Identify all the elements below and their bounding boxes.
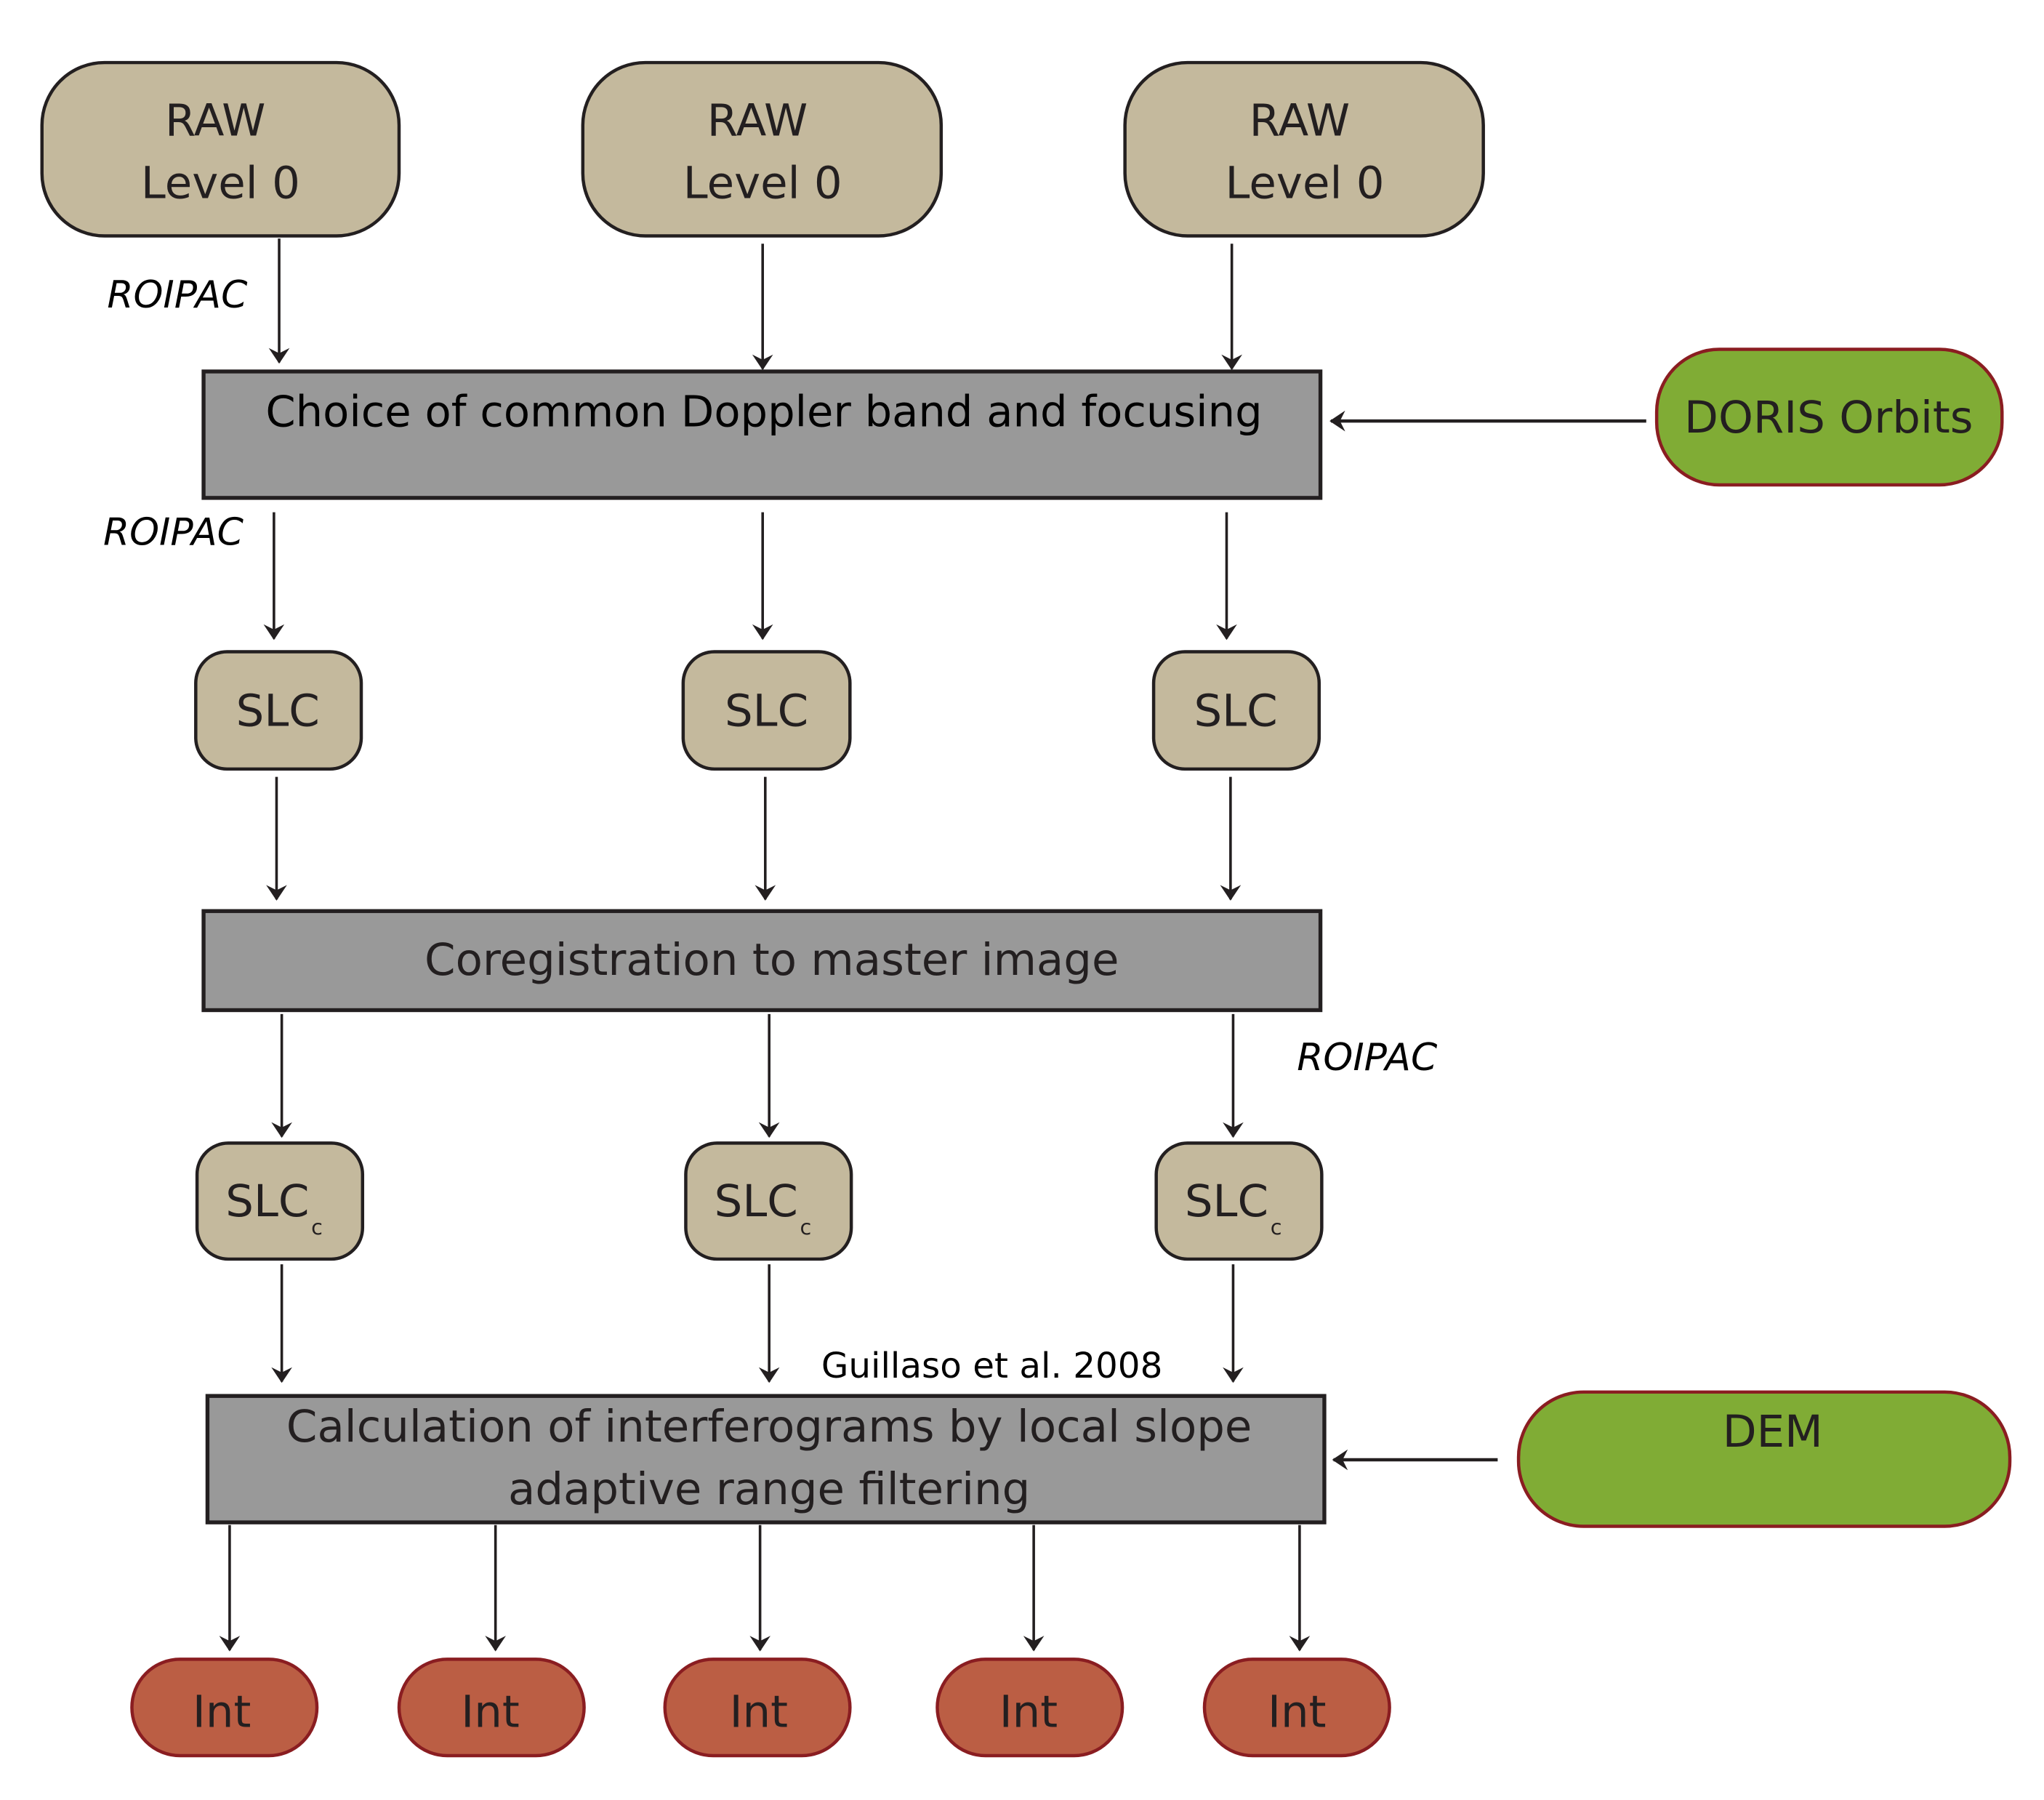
raw-node-1: RAW Level 0 xyxy=(40,60,401,238)
raw-node-2-line2: Level 0 xyxy=(683,158,842,209)
int-node-2-label: Int xyxy=(461,1687,520,1738)
raw-node-3: RAW Level 0 xyxy=(1123,60,1485,238)
raw-node-3-line2: Level 0 xyxy=(1226,158,1385,209)
raw-node-1-line2: Level 0 xyxy=(141,158,300,209)
slcc-node-2: SLC c xyxy=(684,1141,853,1261)
slcc-node-3-label: SLC xyxy=(1185,1176,1268,1227)
slcc-node-2-label: SLC xyxy=(715,1176,798,1227)
interferogram-process-label-line2: adaptive range filtering xyxy=(508,1463,1030,1515)
roipac-label-2: ROIPAC xyxy=(103,510,244,554)
dem-input: DEM xyxy=(1516,1390,2012,1528)
slcc-node-3: SLC c xyxy=(1154,1141,1324,1261)
int-node-4: Int xyxy=(936,1658,1124,1758)
interferogram-process-box: Calculation of interferograms by local s… xyxy=(205,1394,1327,1524)
raw-node-2: RAW Level 0 xyxy=(581,60,943,238)
interferogram-process-label-line1: Calculation of interferograms by local s… xyxy=(286,1401,1252,1453)
int-node-4-label: Int xyxy=(999,1687,1058,1738)
raw-node-2-line1: RAW xyxy=(707,95,808,146)
roipac-label-1: ROIPAC xyxy=(107,273,248,317)
slc-node-3: SLC xyxy=(1151,650,1321,771)
citation-label: Guillaso et al. 2008 xyxy=(821,1346,1163,1386)
doris-orbits-label: DORIS Orbits xyxy=(1684,392,1973,443)
int-node-3: Int xyxy=(663,1658,852,1758)
slc-node-1-label: SLC xyxy=(236,686,320,737)
slcc-node-1-subscript: c xyxy=(311,1215,323,1239)
slc-node-2: SLC xyxy=(681,650,852,771)
dem-label: DEM xyxy=(1723,1406,1823,1458)
int-node-3-label: Int xyxy=(730,1687,789,1738)
slcc-node-2-subscript: c xyxy=(800,1215,811,1239)
doppler-process-box: Choice of common Doppler band and focusi… xyxy=(201,369,1323,500)
slc-node-2-label: SLC xyxy=(725,686,808,737)
int-node-1-label: Int xyxy=(193,1687,252,1738)
coregistration-process-label: Coregistration to master image xyxy=(425,934,1119,986)
coregistration-process-box: Coregistration to master image xyxy=(201,909,1323,1013)
slcc-node-1-label: SLC xyxy=(225,1176,309,1227)
int-node-5-label: Int xyxy=(1268,1687,1327,1738)
doppler-process-label: Choice of common Doppler band and focusi… xyxy=(265,386,1262,436)
roipac-label-3: ROIPAC xyxy=(1297,1036,1438,1080)
raw-node-3-line1: RAW xyxy=(1250,95,1350,146)
int-node-5: Int xyxy=(1202,1658,1391,1758)
slc-node-3-label: SLC xyxy=(1194,686,1277,737)
slcc-node-3-subscript: c xyxy=(1271,1215,1282,1239)
int-node-2: Int xyxy=(397,1658,586,1758)
raw-node-1-line1: RAW xyxy=(165,95,265,146)
slc-node-1: SLC xyxy=(194,650,363,771)
slcc-node-1: SLC c xyxy=(195,1141,365,1261)
doris-orbits-input: DORIS Orbits xyxy=(1654,347,2004,487)
int-node-1: Int xyxy=(130,1658,319,1758)
